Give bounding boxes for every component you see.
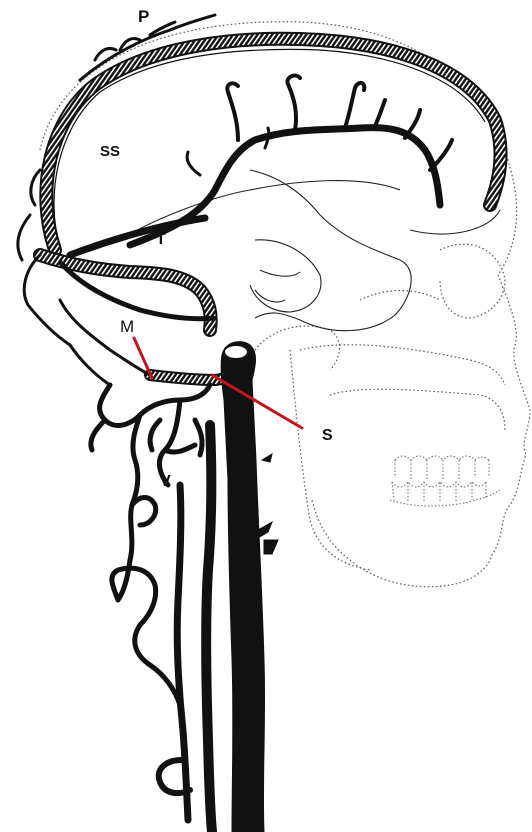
jugular-foramen [224,345,248,359]
plexus-g [195,420,202,455]
upper-teeth [395,456,489,460]
label-v: V [160,473,171,490]
plexus-j [135,625,180,705]
plexus-b [140,385,210,415]
cortical-branch-6 [430,140,452,170]
occipital-vein-3 [31,170,40,205]
label-m: M [120,317,134,336]
plexus-f [150,420,160,450]
cortical-branch-1 [227,83,238,140]
inferior-sagittal-main [130,128,440,245]
plexus-i [112,568,156,625]
orbit-outline [440,244,505,318]
label-p: P [138,7,149,26]
vertebral-veins [177,425,212,832]
face-profile-outline [312,275,530,587]
occipital-vein-5 [70,345,110,385]
jugular-branch-3 [264,540,278,554]
lower-teeth-roots [392,482,486,502]
teeth [390,456,500,506]
cortical-branch-2 [287,76,300,130]
label-ss: SS [100,143,120,160]
vertebral-venous-plexus [91,385,210,705]
jaw-line [390,490,500,506]
tentorium-outline [250,170,411,331]
cortical-branch-3 [345,83,364,128]
internal-jugular-vein [221,342,278,832]
cortical-branch-7 [187,152,200,175]
brainstem-outline [255,270,300,302]
plexus-k [132,498,156,526]
mandible-outline [290,350,370,570]
vertebral-vein-left [177,485,188,820]
sinus-inner-outline [410,210,500,234]
label-s: S [322,427,333,444]
skull-outline [40,22,530,587]
brain-outlines [120,170,500,331]
plexus-c [118,415,140,600]
zygoma-outline [300,345,505,385]
occipital-vein-2 [18,215,30,260]
straight-sinus [70,218,205,255]
sphenoid-outline [360,291,440,300]
label-t: T [156,231,166,248]
mastoid-outline [255,326,339,370]
cortical-branch-4 [375,100,385,126]
jugular-branch-2 [262,454,272,462]
jugular-branch-1 [258,522,272,538]
vertebral-vein-right [206,425,212,832]
plexus-h [91,420,105,450]
maxilla-outline [330,389,505,430]
upper-teeth-roots [395,460,489,480]
inferior-sagittal-vein [70,76,452,255]
jugular-bulb [221,342,264,832]
